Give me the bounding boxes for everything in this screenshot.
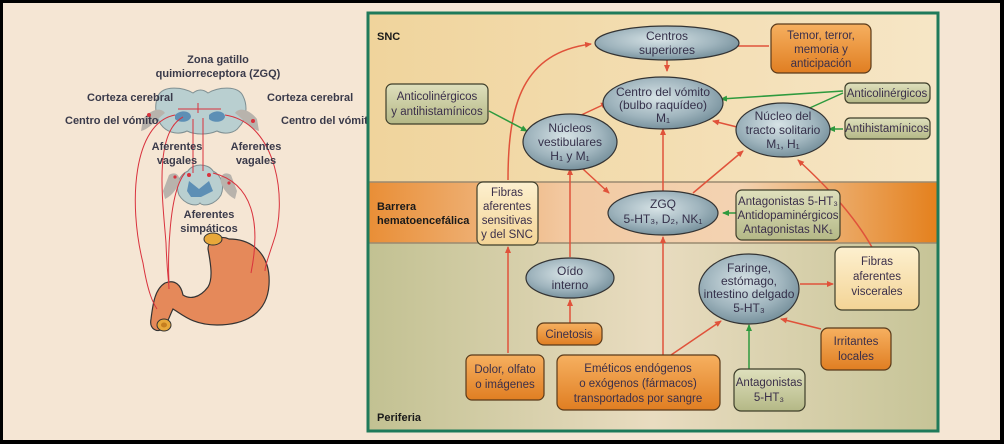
svg-text:o exógenos (fármacos): o exógenos (fármacos) — [579, 378, 697, 390]
svg-text:Núcleo del: Núcleo del — [755, 109, 812, 123]
stomach-illustration — [150, 232, 270, 332]
nerve-terminals — [147, 113, 255, 185]
arrow-ctz-to-solitary-tract — [692, 150, 744, 194]
node-pain-smell: Dolor, olfato o imágenes — [465, 354, 545, 401]
node-vomit-center: Centro del vómito (bulbo raquídeo) M₁ — [602, 76, 724, 130]
node-higher-centers: Centros superiores — [594, 25, 740, 61]
svg-text:5-HT₃: 5-HT₃ — [754, 392, 785, 404]
label-zgq-line1: Zona gatillo — [187, 54, 249, 66]
svg-text:Antagonistas: Antagonistas — [736, 377, 803, 389]
label-vagal-right-2: vagales — [236, 155, 276, 167]
svg-text:Temor, terror,: Temor, terror, — [787, 30, 855, 42]
arrow-anticholinergic-to-vomit-center — [720, 90, 844, 102]
svg-text:viscerales: viscerales — [851, 286, 902, 298]
svg-text:H₁ y M₁: H₁ y M₁ — [550, 149, 589, 163]
node-ctz: ZGQ 5-HT₃, D₂, NK₁ — [607, 190, 719, 236]
node-motion-sickness: Cinetosis — [536, 322, 603, 346]
node-gut: Faringe, estómago, intestino delgado 5-H… — [698, 253, 800, 325]
arrow-anticholinergic-antihistamine-to-vestibular — [488, 110, 528, 132]
label-vomit-center-right: Centro del vómito — [281, 115, 375, 127]
svg-text:Irritantes: Irritantes — [834, 336, 879, 348]
svg-text:Anticolinérgicos: Anticolinérgicos — [847, 88, 928, 100]
node-anticholinergics-antihistamines: Anticolinérgicos y antihistamínicos — [385, 83, 489, 125]
svg-text:sensitivas: sensitivas — [482, 215, 533, 227]
svg-text:Centro del vómito: Centro del vómito — [616, 85, 710, 99]
arrow-emetics-to-gut — [670, 320, 722, 356]
svg-text:transportados por sangre: transportados por sangre — [574, 393, 703, 405]
svg-text:vestibulares: vestibulares — [538, 135, 602, 149]
svg-text:Oído: Oído — [557, 264, 583, 278]
svg-text:Antidopaminérgicos: Antidopaminérgicos — [737, 210, 838, 222]
svg-text:ZGQ: ZGQ — [650, 197, 676, 211]
svg-text:estómago,: estómago, — [721, 274, 777, 288]
svg-text:Antagonistas NK₁: Antagonistas NK₁ — [743, 224, 833, 236]
label-cortex-right: Corteza cerebral — [267, 92, 353, 104]
svg-text:Cinetosis: Cinetosis — [545, 329, 593, 341]
node-visceral-fibers: Fibras aferentes viscerales — [834, 246, 920, 311]
nerve-paths — [134, 103, 280, 310]
svg-text:aferentes: aferentes — [483, 201, 531, 213]
node-solitary-tract: Núcleo del tracto solitario M₁, H₁ — [735, 102, 831, 158]
arrow-irritants-to-gut — [780, 317, 822, 330]
svg-text:Antihistamínicos: Antihistamínicos — [845, 123, 929, 135]
svg-text:5-HT₃, D₂, NK₁: 5-HT₃, D₂, NK₁ — [624, 212, 703, 226]
band-label-barrier-1: Barrera — [377, 201, 417, 213]
brainstem-section — [141, 87, 259, 135]
label-sympathetic-2: simpáticos — [180, 223, 237, 235]
node-ctz-antagonists: Antagonistas 5-HT₃ Antidopaminérgicos An… — [735, 189, 841, 241]
node-local-irritants: Irritantes locales — [820, 327, 892, 371]
label-vagal-right-1: Aferentes — [231, 141, 282, 153]
diagram-frame — [366, 11, 940, 433]
label-vagal-left-1: Aferentes — [152, 141, 203, 153]
label-cortex-left: Corteza cerebral — [87, 92, 173, 104]
node-inner-ear: Oído interno — [525, 257, 615, 299]
figure-svg: Zona gatillo quimiorreceptora (ZGQ) Cort… — [65, 11, 940, 433]
svg-text:locales: locales — [838, 351, 874, 363]
arrow-sensory-to-higher-centers — [507, 41, 592, 181]
svg-text:memoria y: memoria y — [794, 44, 848, 56]
svg-text:superiores: superiores — [639, 43, 695, 57]
svg-text:aferentes: aferentes — [853, 271, 901, 283]
label-sympathetic-1: Aferentes — [184, 209, 235, 221]
arrow-solitary-to-vomit-center — [712, 119, 738, 128]
node-vestibular-nuclei: Núcleos vestibulares H₁ y M₁ — [522, 113, 618, 171]
band-label-periphery: Periferia — [377, 412, 422, 424]
svg-text:y del SNC: y del SNC — [481, 229, 533, 241]
svg-text:tracto solitario: tracto solitario — [746, 123, 821, 137]
svg-text:Dolor, olfato: Dolor, olfato — [474, 364, 535, 376]
pathway-diagram: SNC Barrera hematoencefálica Periferia — [366, 11, 940, 433]
svg-text:5-HT₃: 5-HT₃ — [733, 301, 765, 315]
node-fear: Temor, terror, memoria y anticipación — [770, 23, 872, 74]
node-emetics: Eméticos endógenos o exógenos (fármacos)… — [556, 354, 721, 411]
node-antihistamines: Antihistamínicos — [844, 117, 931, 140]
node-ht3-antagonists: Antagonistas 5-HT₃ — [733, 368, 806, 412]
svg-text:M₁, H₁: M₁, H₁ — [766, 137, 799, 151]
svg-text:(bulbo raquídeo): (bulbo raquídeo) — [619, 98, 707, 112]
svg-text:Eméticos endógenos: Eméticos endógenos — [584, 363, 692, 375]
svg-text:interno: interno — [552, 278, 589, 292]
band-label-barrier-2: hematoencefálica — [377, 215, 470, 227]
label-vagal-left-2: vagales — [157, 155, 197, 167]
svg-text:Antagonistas 5-HT₃: Antagonistas 5-HT₃ — [738, 196, 838, 208]
svg-text:Anticolinérgicos: Anticolinérgicos — [397, 91, 478, 103]
svg-text:y antihistamínicos: y antihistamínicos — [391, 106, 483, 118]
svg-text:anticipación: anticipación — [791, 58, 852, 70]
svg-text:o imágenes: o imágenes — [475, 379, 535, 391]
svg-text:Fibras: Fibras — [491, 187, 523, 199]
svg-text:M₁: M₁ — [656, 111, 670, 125]
anatomy-illustration: Zona gatillo quimiorreceptora (ZGQ) Cort… — [65, 54, 375, 332]
figure-canvas: Zona gatillo quimiorreceptora (ZGQ) Cort… — [3, 3, 1000, 440]
arrows-antiemetic — [488, 90, 844, 369]
svg-text:Núcleos: Núcleos — [548, 121, 591, 135]
svg-text:intestino delgado: intestino delgado — [704, 287, 795, 301]
label-zgq-line2: quimiorreceptora (ZGQ) — [156, 68, 281, 80]
svg-text:Fibras: Fibras — [861, 256, 893, 268]
node-sensory-fibers: Fibras aferentes sensitivas y del SNC — [476, 181, 539, 246]
svg-text:Faringe,: Faringe, — [727, 261, 771, 275]
svg-text:Centros: Centros — [646, 29, 688, 43]
label-vomit-center-left: Centro del vómito — [65, 115, 159, 127]
node-anticholinergics: Anticolinérgicos — [844, 82, 931, 104]
band-label-cns: SNC — [377, 31, 400, 43]
